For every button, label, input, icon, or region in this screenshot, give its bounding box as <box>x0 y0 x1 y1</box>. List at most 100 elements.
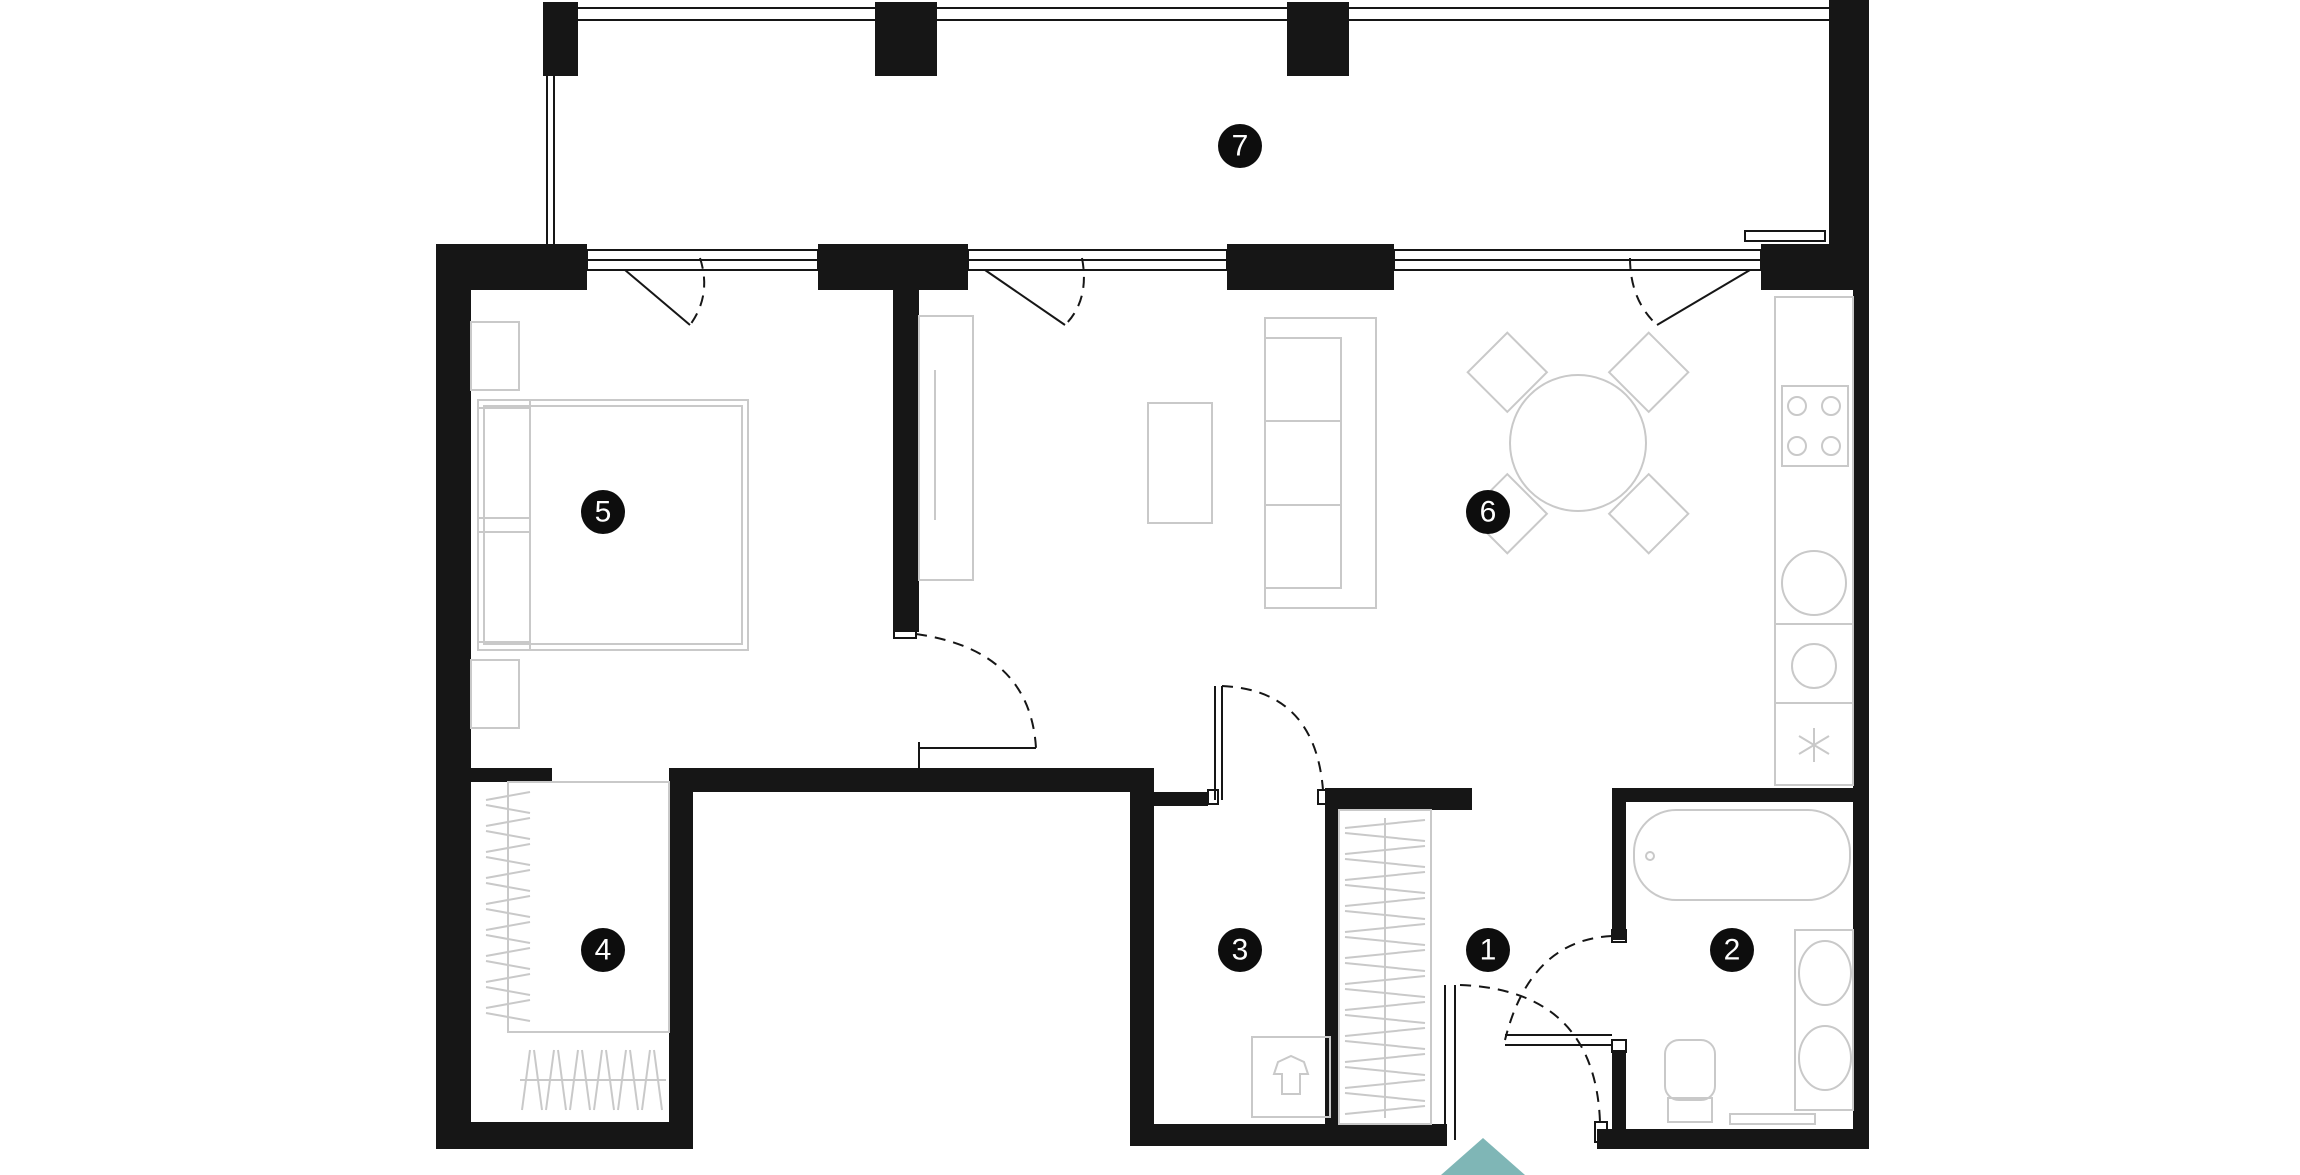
room-marker-1: 1 <box>1466 928 1510 972</box>
hanger <box>1344 858 1426 868</box>
room-number: 5 <box>595 496 612 529</box>
hanger <box>557 1049 567 1111</box>
bathtub-drain <box>1645 851 1655 861</box>
hanger <box>593 1049 603 1111</box>
vanity <box>1794 929 1854 1111</box>
wall-segment <box>1597 1129 1869 1149</box>
hanger <box>1344 1053 1426 1063</box>
hanger <box>485 986 531 996</box>
hanger <box>1344 1014 1426 1024</box>
fridge-icon <box>1798 728 1830 762</box>
balcony-door-leaf <box>624 269 691 326</box>
hanger <box>1344 1066 1426 1076</box>
radiator <box>1729 1113 1816 1125</box>
hanger <box>485 843 531 853</box>
door-jamb <box>1611 1039 1627 1053</box>
hanger <box>1344 819 1426 829</box>
hanger <box>653 1049 663 1111</box>
door-swing <box>915 633 1037 749</box>
wall-segment <box>1130 768 1154 1146</box>
hanger <box>533 1049 543 1111</box>
hanger <box>485 804 531 814</box>
furniture <box>470 296 1854 1125</box>
walls <box>436 244 1869 1149</box>
hall-wardrobe <box>1338 809 1432 1125</box>
entrance-arrow-icon <box>1441 1138 1525 1175</box>
room-marker-7: 7 <box>1218 124 1262 168</box>
wall-segment <box>436 244 471 1149</box>
dining-chair <box>1466 331 1549 414</box>
hanger <box>485 973 531 983</box>
sink-icon <box>1781 550 1847 616</box>
toilet-icon <box>1664 1039 1716 1101</box>
hanger <box>485 1012 531 1022</box>
room-marker-4: 4 <box>581 928 625 972</box>
wall-segment <box>471 768 552 782</box>
wall-segment <box>669 768 693 1149</box>
burner <box>1821 436 1841 456</box>
hanger <box>1344 1027 1426 1037</box>
hanger <box>605 1049 615 1111</box>
hanger <box>1344 1001 1426 1011</box>
wall-segment <box>1853 244 1869 1149</box>
hanger <box>1344 936 1426 946</box>
hanger <box>545 1049 555 1111</box>
hanger <box>1344 897 1426 907</box>
hanger <box>521 1049 531 1111</box>
balcony-radiator <box>1744 230 1826 242</box>
room-marker-2: 2 <box>1710 928 1754 972</box>
room-number: 2 <box>1724 934 1741 967</box>
hanger <box>1344 949 1426 959</box>
wall-segment <box>436 1122 693 1149</box>
hanger <box>485 960 531 970</box>
clothes-rack <box>1344 818 1426 1118</box>
room-number: 1 <box>1480 934 1497 967</box>
hanger <box>485 999 531 1009</box>
room-marker-3: 3 <box>1218 928 1262 972</box>
sink-icon <box>1798 940 1852 1006</box>
sofa <box>1264 317 1377 609</box>
hanger <box>1344 832 1426 842</box>
clothes-rack <box>520 1049 666 1111</box>
hanger <box>1344 884 1426 894</box>
hanger <box>485 921 531 931</box>
hanger <box>569 1049 579 1111</box>
balcony-door-leaf <box>1656 269 1751 326</box>
balcony-door-leaf <box>984 269 1066 326</box>
hanger <box>1344 1092 1426 1102</box>
door-jamb <box>1207 789 1219 805</box>
dining-table <box>1509 374 1647 512</box>
bed-pillow <box>477 407 531 519</box>
bathtub-icon <box>1633 809 1851 901</box>
hanger <box>1344 923 1426 933</box>
doors <box>893 629 1627 1143</box>
hanger <box>485 882 531 892</box>
wall-segment <box>669 768 1154 792</box>
nightstand <box>470 321 520 391</box>
hanger <box>485 947 531 957</box>
burner <box>1787 436 1807 456</box>
balcony-pillar <box>1287 2 1349 76</box>
dining-chair <box>1607 472 1690 555</box>
burner <box>1787 396 1807 416</box>
sofa-seat <box>1264 337 1342 589</box>
room-number: 6 <box>1480 496 1497 529</box>
dining-chair <box>1607 331 1690 414</box>
door-swing <box>689 257 706 326</box>
sink-icon <box>1798 1025 1852 1091</box>
hanger <box>485 934 531 944</box>
dining-chairs <box>1466 331 1690 555</box>
coffee-table <box>1147 402 1213 524</box>
wall-segment <box>1325 788 1472 810</box>
hanger <box>485 895 531 905</box>
toilet-tank <box>1667 1097 1713 1123</box>
door-swing <box>1459 984 1601 1123</box>
hanger <box>581 1049 591 1111</box>
hanger <box>641 1049 651 1111</box>
room-marker-5: 5 <box>581 490 625 534</box>
room-number: 3 <box>1232 934 1249 967</box>
wall-segment <box>893 290 919 632</box>
windows <box>586 249 1762 326</box>
wall-segment <box>1612 788 1868 802</box>
